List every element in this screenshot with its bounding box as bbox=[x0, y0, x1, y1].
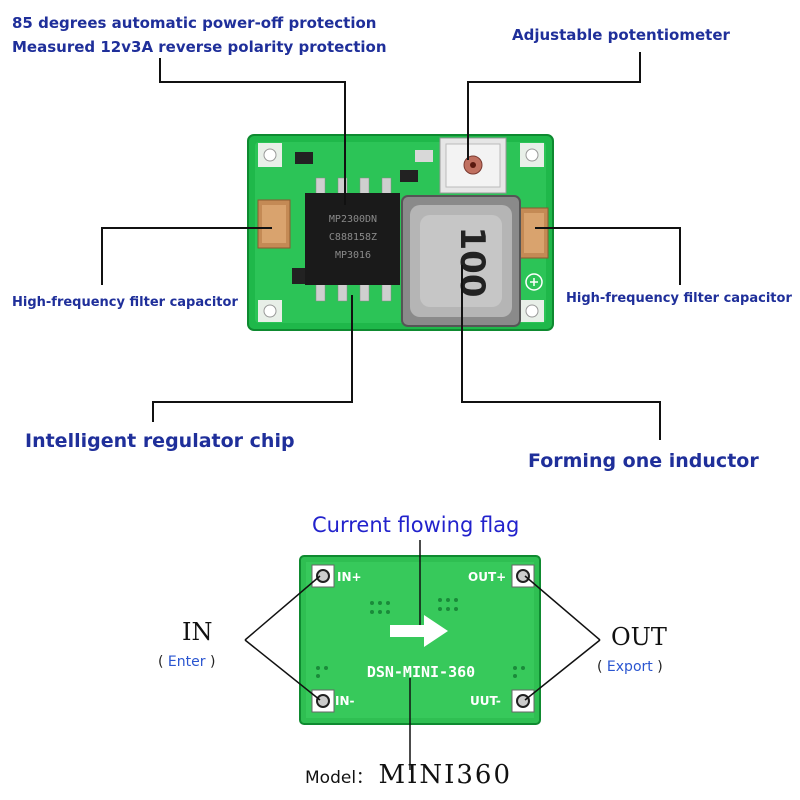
leader-lines-bottom bbox=[244, 540, 601, 770]
inductor: 100 bbox=[401, 195, 521, 327]
model-prefix: Model： bbox=[305, 768, 374, 788]
potentiometer bbox=[439, 137, 507, 194]
out-sub-text: Export bbox=[606, 659, 653, 675]
pad-in-minus: IN- bbox=[335, 694, 355, 708]
regulator-chip bbox=[305, 193, 400, 285]
inductor-label: Forming one inductor bbox=[528, 450, 759, 472]
leader-lines-top bbox=[101, 52, 681, 440]
out-label: OUT bbox=[611, 623, 667, 651]
chip-label: Intelligent regulator chip bbox=[25, 430, 295, 452]
inductor-text: 100 bbox=[452, 227, 492, 298]
cap-right-label: High-frequency filter capacitor bbox=[566, 291, 792, 306]
protection-label-line2: Measured 12v3A reverse polarity protecti… bbox=[12, 38, 387, 56]
model-value: MINI360 bbox=[378, 760, 512, 790]
current-flow-flag-label: Current flowing flag bbox=[312, 513, 520, 537]
chip-text-2: C888158Z bbox=[329, 232, 377, 243]
chip-text-1: MP2300DN bbox=[329, 214, 377, 225]
mounting-holes bbox=[258, 143, 544, 322]
potentiometer-label: Adjustable potentiometer bbox=[512, 26, 730, 44]
pad-out-minus: UUT- bbox=[470, 694, 501, 708]
current-flow-arrow-icon bbox=[390, 615, 448, 647]
bottom-pcb: DSN-MINI-360 IN+ OUT+ IN- UUT- bbox=[299, 555, 541, 725]
pad-in-plus: IN+ bbox=[337, 570, 362, 584]
protection-label-line1: 85 degrees automatic power-off protectio… bbox=[12, 14, 377, 32]
pad-out-plus: OUT+ bbox=[468, 570, 506, 584]
in-label: IN bbox=[182, 618, 213, 646]
board-name: DSN-MINI-360 bbox=[367, 663, 475, 681]
cap-left-label: High-frequency filter capacitor bbox=[12, 295, 238, 310]
top-pcb: MP2300DN C888158Z MP3016 100 bbox=[247, 134, 554, 331]
out-sub-label: ( Export ) bbox=[597, 659, 663, 675]
in-sub-label: ( Enter ) bbox=[158, 654, 216, 670]
model-line: Model： MINI360 bbox=[305, 762, 512, 788]
in-sub-text: Enter bbox=[167, 654, 206, 670]
chip-text-3: MP3016 bbox=[335, 250, 371, 261]
